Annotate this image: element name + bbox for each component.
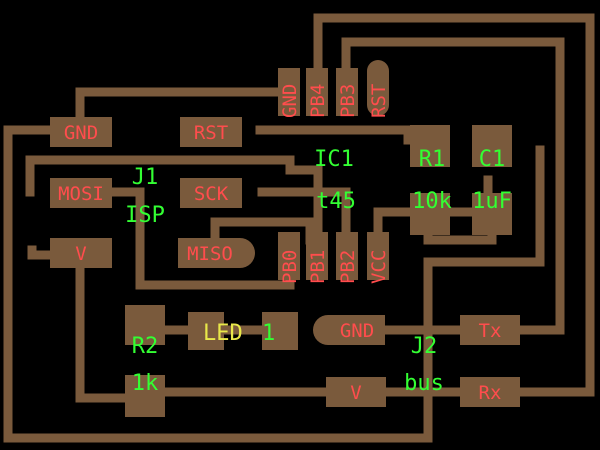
pad-miso-round [225,238,255,268]
pad-r2-top [125,305,165,345]
pad-r1-top [410,125,450,167]
trace-sck [257,187,351,245]
pad-sck [180,178,242,208]
trace-pb4-tx [313,13,595,397]
label-pb0: PB0 [279,250,301,284]
pad-led-right [262,312,298,350]
label-rst-j1: RST [194,122,228,144]
pad-pb1 [306,232,328,280]
pad-c1-top [472,125,512,167]
label-ic-gnd: GND [279,84,301,118]
j1-ref: J1 [132,165,159,190]
c1-ref: C1 [479,147,506,172]
label-mosi: MOSI [58,183,104,205]
label-v-j2: V [350,382,361,404]
pad-pb2 [336,232,358,280]
r1-ref: R1 [419,147,446,172]
label-pb3: PB3 [337,84,359,118]
trace-rst-r1 [255,125,413,145]
label-rx: Rx [479,382,502,404]
label-sck: SCK [194,183,229,205]
pad-r1-bottom [410,193,450,235]
pad-tx [460,315,520,345]
trace-gnd-outer [3,125,545,443]
pad-pb4 [306,68,328,116]
pad-rst-ic [367,60,389,116]
led-ref-a: LED [203,321,243,346]
pad-ic-gnd [278,68,300,116]
label-pb2: PB2 [337,250,359,284]
pad-vcc [367,232,389,280]
c1-val: 1uF [472,189,512,214]
pad-rx [460,377,520,407]
led-ref-b: 1 [262,321,275,346]
pad-led-left [188,312,224,350]
r1-val: 10k [412,189,452,214]
label-pb1: PB1 [307,250,329,284]
trace-pb3-rx [341,37,565,335]
led-label: LED 1 [203,321,275,346]
pad-v-j2 [326,377,386,407]
label-vcc: VCC [368,250,390,284]
j2-val: bus [404,371,444,396]
label-tx: Tx [479,320,502,342]
r2-ref: R2 [132,334,159,359]
label-v-j1: V [75,243,86,265]
pad-gnd-j1 [50,117,112,147]
label-pb4: PB4 [307,84,329,118]
pad-c1-bottom [472,193,512,235]
pad-rst-j1 [180,117,242,147]
label-rst-ic: RST [368,84,390,118]
pad-pb0 [278,232,300,280]
j2-ref: J2 [411,334,438,359]
label-gnd-j1: GND [64,122,98,144]
ic1-ref: IC1 [314,147,354,172]
label-miso: MISO [187,243,233,265]
trace-miso [210,217,315,255]
ic1-val: t45 [316,189,356,214]
j1-val: ISP [125,203,165,228]
pad-pb3 [336,68,358,116]
component-labels: J1 ISP IC1 t45 R1 10k C1 1uF R2 1k J2 bu… [125,147,512,396]
pad-v-j1 [50,238,112,268]
pad-r2-bottom [125,375,165,417]
pad-labels: GND RST MOSI SCK MISO V GND PB4 PB3 RST … [58,84,501,404]
trace-mosi [25,155,323,245]
trace-v-r2 [75,263,135,403]
pad-mosi [50,178,112,208]
r2-val: 1k [132,371,159,396]
pads [50,60,520,417]
pad-gnd-j2-sq [330,315,385,345]
label-gnd-j2: GND [340,320,374,342]
